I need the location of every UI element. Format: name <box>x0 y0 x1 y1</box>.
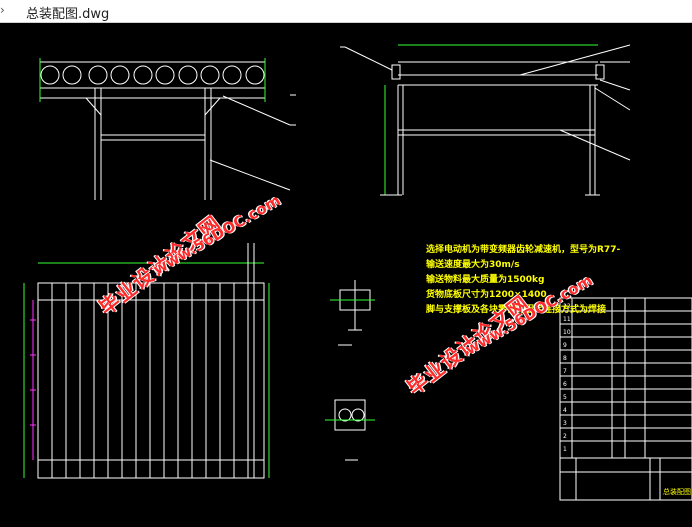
note-line: 货物底板尺寸为1200×1400 <box>426 290 547 300</box>
bom-row-number: 5 <box>563 394 567 401</box>
bom-row-number: 2 <box>563 433 567 440</box>
bom-row-numbers: 12 11 10 9 8 7 6 5 4 3 2 1 总装配图 <box>563 303 691 496</box>
bom-row-number: 12 <box>563 303 571 310</box>
detail-view-upper <box>330 280 375 346</box>
side-view <box>340 44 631 196</box>
bom-row-number: 3 <box>563 420 567 427</box>
bom-row-number: 10 <box>563 329 571 336</box>
front-view-rollers <box>40 65 265 85</box>
plan-view-markers <box>30 300 36 460</box>
file-title: 总装配图.dwg <box>26 7 110 22</box>
front-view <box>39 58 296 200</box>
bom-row-number: 4 <box>563 407 567 414</box>
title-block <box>559 457 692 501</box>
note-line: 选择电动机为带变频器齿轮减速机，型号为R77- <box>426 245 621 255</box>
bom-row-number: 7 <box>563 368 567 375</box>
bom-table <box>559 297 692 459</box>
note-line: 输送物料最大质量为1500kg <box>426 275 545 285</box>
bom-row-number: 11 <box>563 316 571 323</box>
bom-row-number: 9 <box>563 342 567 349</box>
note-line: 输送速度最大为30m/s <box>426 260 520 270</box>
detail-view-lower <box>325 399 375 461</box>
note-line: 脚与支撑板及各块零件的固定连接方式为焊接 <box>426 305 607 315</box>
partial-tab-icon: › <box>0 3 5 17</box>
title-bar: › 总装配图.dwg <box>0 0 692 23</box>
bom-row-number: 1 <box>563 446 567 453</box>
bom-row-number: 6 <box>563 381 567 388</box>
plan-view-slats <box>51 283 235 478</box>
bom-row-number: 8 <box>563 355 567 362</box>
cad-drawing-canvas[interactable]: 12 11 10 9 8 7 6 5 4 3 2 1 总装配图 选择电动机为带变… <box>0 23 692 527</box>
plan-view <box>23 243 270 479</box>
drawing-svg: 12 11 10 9 8 7 6 5 4 3 2 1 总装配图 <box>23 44 692 501</box>
title-block-name: 总装配图 <box>663 487 691 496</box>
